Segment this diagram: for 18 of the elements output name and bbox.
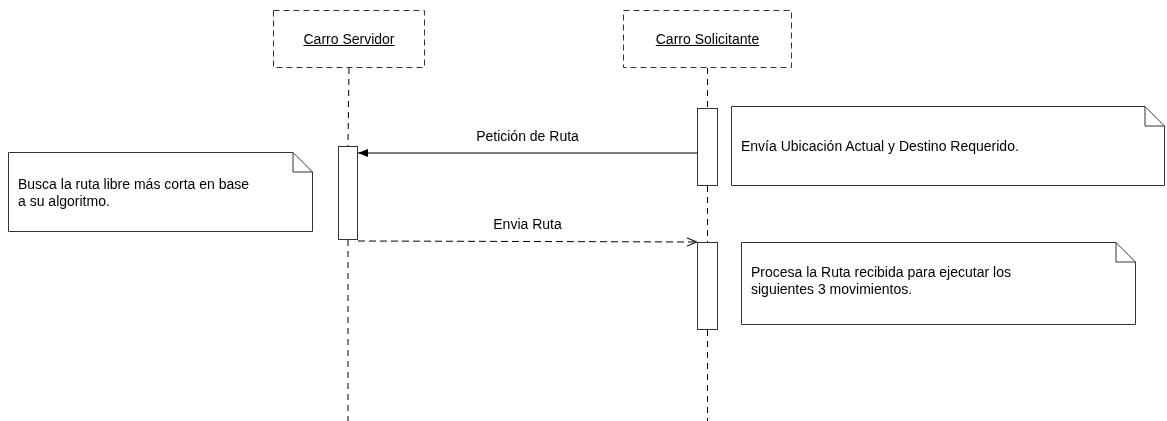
lifeline [347,239,349,421]
message-arrow [357,149,698,157]
note-text: Procesa la Ruta recibida para ejecutar los siguientes 3 movimientos. [751,264,1012,298]
note-text: Envía Ubicación Actual y Destino Requerido. [741,138,1020,155]
message-arrow [357,237,698,247]
participant-box [273,10,425,68]
activation-bar [697,108,718,186]
note [8,152,313,232]
note [731,106,1165,186]
note [741,242,1136,325]
participant-name: Carro Solicitante [654,31,761,47]
participant-box [623,10,792,68]
activation-bar [697,242,718,330]
participant-name: Carro Servidor [302,31,396,47]
note-text: Busca la ruta libre más corta en base a su algoritmo. [18,176,251,210]
lifeline [707,329,708,421]
activation-bar [338,146,358,240]
lifeline [707,67,708,109]
